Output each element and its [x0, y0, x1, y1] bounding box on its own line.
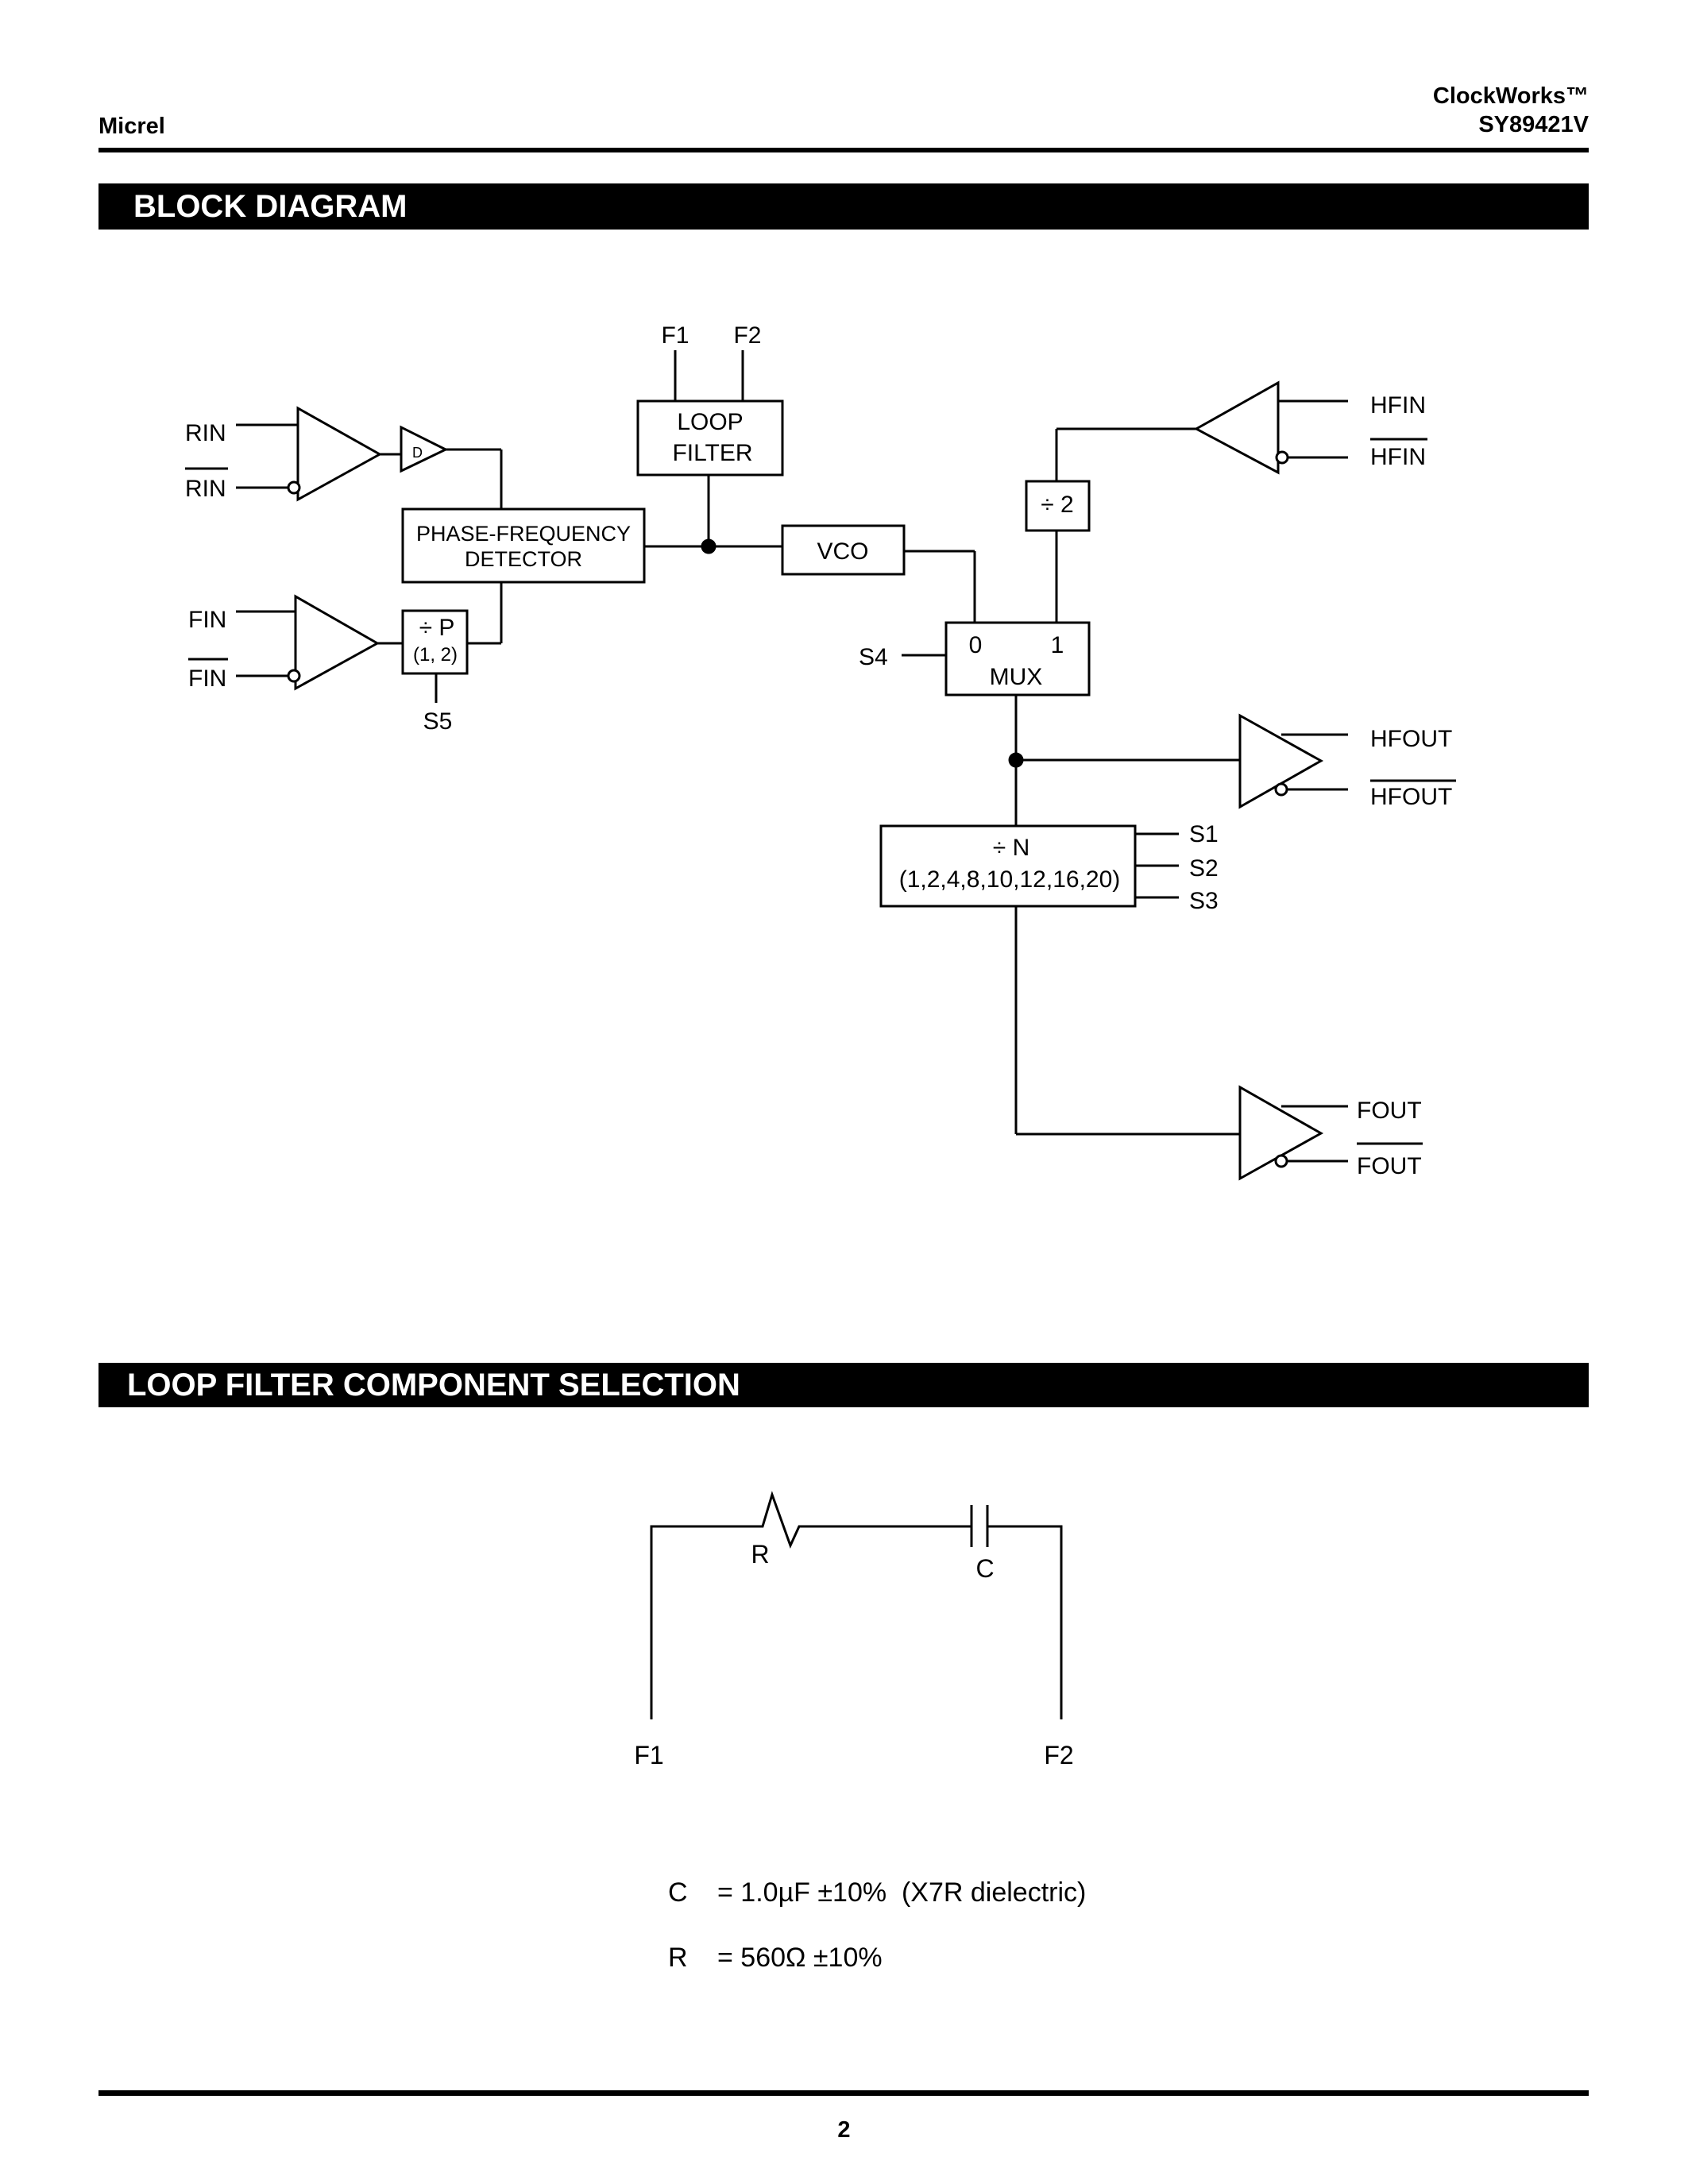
resistor-symbol [650, 1491, 971, 1719]
loop-filter-block [636, 399, 784, 477]
fin-bar-label: FIN [188, 666, 226, 692]
footer-rule [98, 2090, 1589, 2096]
rin-label: RIN [185, 420, 226, 446]
divide-by-n-values: (1,2,4,8,10,12,16,20) [899, 866, 1121, 893]
d-label: D [412, 445, 423, 461]
page-number: 2 [837, 2117, 851, 2143]
s2-label: S2 [1189, 855, 1219, 882]
fin-input-buffer [294, 594, 380, 691]
capacitor-symbol-text: C [668, 1877, 688, 1908]
divide-by-p-values: (1, 2) [413, 644, 458, 666]
rin-bar-label: RIN [185, 476, 226, 502]
pfd-label-2: DETECTOR [465, 547, 582, 571]
loop-filter-circuit: R C F1 F2 [634, 1491, 1074, 1769]
f1-pin-label: F1 [661, 322, 689, 349]
fout-bar-label: FOUT [1357, 1153, 1422, 1179]
s3-label: S3 [1189, 888, 1219, 914]
f1-terminal-label: F1 [634, 1741, 663, 1769]
divide-by-p-label: ÷ P [419, 615, 455, 641]
part-number: SY89421V [1478, 112, 1589, 137]
header-right: ClockWorks™ SY89421V [1433, 82, 1589, 139]
pfd-label-1: PHASE-FREQUENCY [416, 522, 631, 546]
rin-input-buffer [296, 406, 383, 502]
fin-label: FIN [188, 607, 226, 633]
mux-input-1: 1 [1051, 632, 1064, 658]
block-diagram-banner: BLOCK DIAGRAM [98, 183, 1589, 230]
vco-label: VCO [817, 538, 868, 565]
fin-invert-bubble [287, 669, 301, 683]
resistor-spec: = 560Ω ±10% [717, 1943, 883, 1973]
loop-filter-label-2: FILTER [672, 440, 752, 466]
company-name: Micrel [98, 114, 165, 139]
fout-invert-bubble [1274, 1154, 1288, 1168]
mux-block [944, 621, 1091, 696]
s5-label: S5 [423, 708, 453, 735]
hfin-invert-bubble [1275, 450, 1289, 465]
hfout-invert-bubble [1274, 782, 1288, 797]
hfin-bar-label: HFIN [1370, 444, 1426, 470]
junction-dot [701, 538, 717, 554]
fout-label: FOUT [1357, 1098, 1422, 1124]
block-diagram: F1 F2 LOOP FILTER RIN RIN D PHASE-FREQUE… [185, 322, 1456, 1181]
f2-terminal-label: F2 [1044, 1741, 1073, 1769]
s1-label: S1 [1189, 821, 1219, 847]
hfout-bar-label: HFOUT [1370, 784, 1452, 810]
hfin-input-buffer [1193, 380, 1280, 475]
d-delay-buffer [400, 425, 449, 473]
phase-frequency-detector-block [401, 507, 646, 584]
s4-label: S4 [859, 644, 888, 670]
header-rule [98, 148, 1589, 152]
series-name: ClockWorks™ [1432, 83, 1589, 109]
mux-label: MUX [990, 664, 1043, 690]
resistor-label: R [751, 1540, 769, 1569]
capacitor-label: C [975, 1554, 994, 1583]
divide-by-2-label: ÷ 2 [1041, 492, 1073, 518]
loop-filter-label-1: LOOP [677, 409, 743, 435]
capacitor-spec: = 1.0µF ±10% (X7R dielectric) [717, 1877, 1087, 1908]
f2-pin-label: F2 [733, 322, 761, 349]
hfin-label: HFIN [1370, 392, 1426, 419]
rin-invert-bubble [287, 480, 301, 495]
loop-filter-banner: LOOP FILTER COMPONENT SELECTION [98, 1363, 1589, 1407]
hfout-label: HFOUT [1370, 726, 1452, 752]
mux-input-0: 0 [969, 632, 983, 658]
resistor-symbol-text: R [668, 1943, 688, 1973]
divide-by-n-label: ÷ N [993, 835, 1029, 861]
